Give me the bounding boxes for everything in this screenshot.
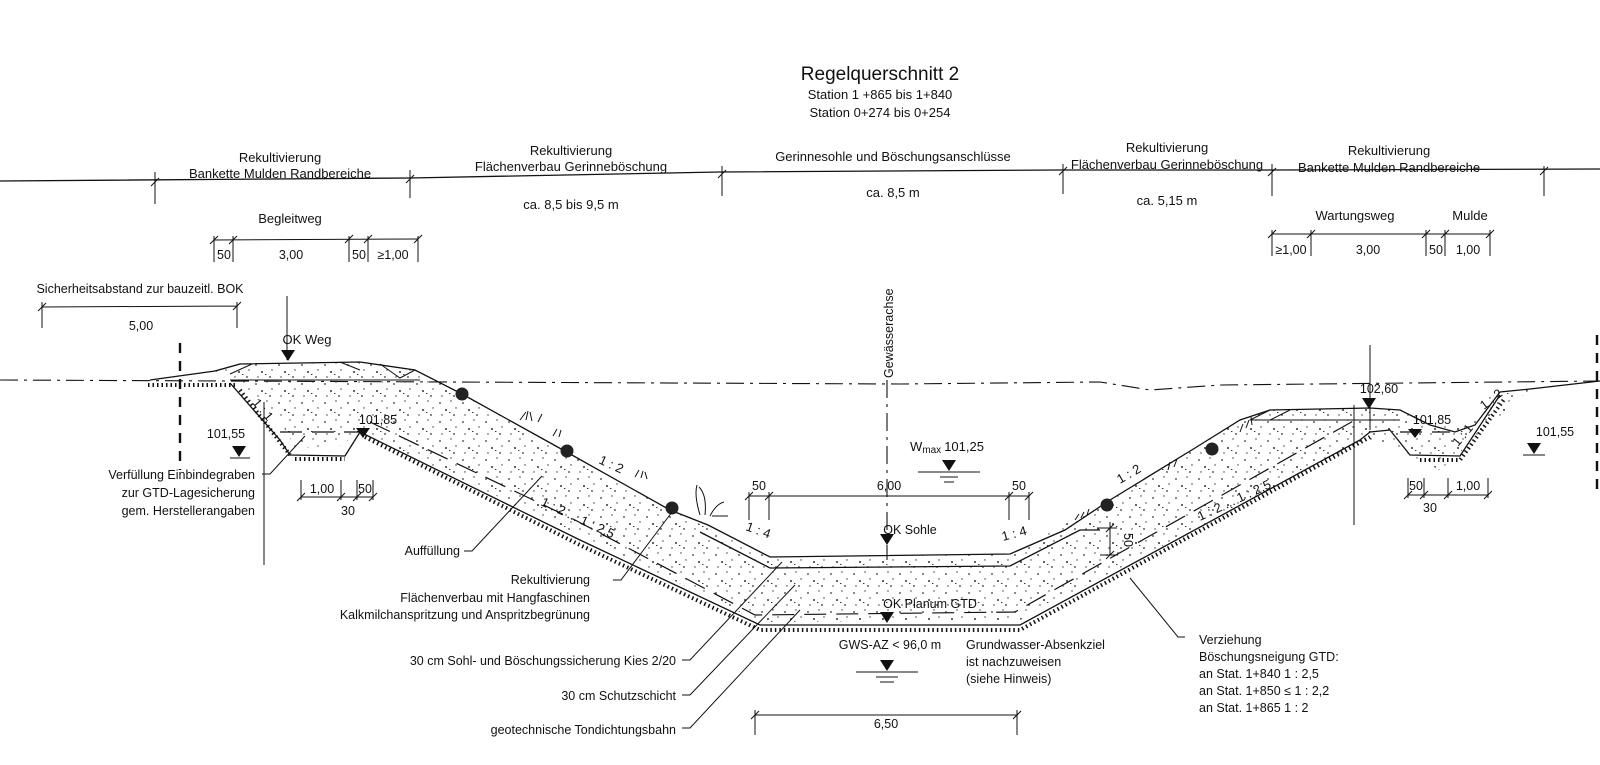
safety-dimension xyxy=(37,301,242,328)
annotation-leaders xyxy=(262,435,1185,729)
fascine-markers xyxy=(455,387,1219,515)
annotation-verfuellung-3: gem. Herstellerangaben xyxy=(122,504,255,518)
annotation-rekultivierung-3: Kalkmilchanspritzung und Anspritzbegrünu… xyxy=(340,608,590,622)
left-ditch-dim-3: 30 xyxy=(341,504,355,518)
level-right-ditch: 101,85 xyxy=(1413,413,1451,427)
zone-2-line1: Rekultivierung xyxy=(530,143,612,158)
zone-2-line2: Flächenverbau Gerinneböschung xyxy=(475,159,667,174)
annotation-verfuellung-1: Verfüllung Einbindegraben xyxy=(108,468,255,482)
annotation-verziehung-1: Verziehung xyxy=(1199,633,1262,647)
annotation-grundwasser-2: ist nachzuweisen xyxy=(966,655,1061,669)
safety-distance-label: Sicherheitsabstand zur bauzeitl. BOK xyxy=(36,282,244,296)
zone-2-width: ca. 8,5 bis 9,5 m xyxy=(523,197,618,212)
right-ditch-dimension xyxy=(1403,478,1493,500)
existing-ground-line xyxy=(0,379,1600,391)
zone-3-width: ca. 8,5 m xyxy=(866,185,919,200)
bed-dim-right-bank: 50 xyxy=(1012,479,1026,493)
slope-left-toe: 1 : 4 xyxy=(744,519,773,542)
base-dim-width: 6,50 xyxy=(874,717,898,731)
safety-distance-value: 5,00 xyxy=(129,319,153,333)
left-ditch-dim-2: 50 xyxy=(358,482,372,496)
right-ditch-dim-2: 1,00 xyxy=(1456,479,1480,493)
zone-5-line1: Rekultivierung xyxy=(1348,143,1430,158)
annotation-tondichtungsbahn: geotechnische Tondichtungsbahn xyxy=(491,723,676,737)
right-path-dim-3: 50 xyxy=(1429,243,1443,257)
zone-3-label: Gerinnesohle und Böschungsanschlüsse xyxy=(775,149,1011,164)
channel-body xyxy=(148,296,1600,632)
left-ditch-dim-1: 1,00 xyxy=(310,482,334,496)
zone-4-line2: Flächenverbau Gerinneböschung xyxy=(1071,157,1263,172)
annotation-rekultivierung-1: Rekultivierung xyxy=(511,573,590,587)
bed-dim-left-bank: 50 xyxy=(752,479,766,493)
right-path-dim-4: 1,00 xyxy=(1456,243,1480,257)
right-path-dim-1: ≥1,00 xyxy=(1275,243,1306,257)
annotation-verziehung-2: Böschungsneigung GTD: xyxy=(1199,650,1339,664)
channel-axis-label: Gewässerachse xyxy=(882,288,896,378)
right-ditch-dim-3: 30 xyxy=(1423,501,1437,515)
level-left-ditch: 101,85 xyxy=(359,413,397,427)
level-ok-sohle: OK Sohle xyxy=(883,523,937,537)
level-ok-weg: OK Weg xyxy=(283,332,332,347)
level-gws: GWS-AZ < 96,0 m xyxy=(839,638,941,652)
level-markers xyxy=(230,350,1545,683)
vegetation-symbols xyxy=(519,410,1253,521)
zone-1-line2: Bankette Mulden Randbereiche xyxy=(189,166,371,181)
left-path-dim-1: 50 xyxy=(217,248,231,262)
station-range-2: Station 0+274 bis 0+254 xyxy=(810,105,951,120)
right-path-label: Wartungsweg xyxy=(1316,208,1395,223)
annotation-rekultivierung-2: Flächenverbau mit Hangfaschinen xyxy=(400,591,590,605)
annotation-grundwasser-3: (siehe Hinweis) xyxy=(966,672,1051,686)
level-right-top: 102,60 xyxy=(1360,382,1398,396)
station-range-1: Station 1 +865 bis 1+840 xyxy=(808,87,953,102)
level-right-outer: 101,55 xyxy=(1536,425,1574,439)
level-left-outer: 101,55 xyxy=(207,427,245,441)
zone-1-line1: Rekultivierung xyxy=(239,150,321,165)
annotation-verziehung-4: an Stat. 1+850 ≤ 1 : 2,2 xyxy=(1199,684,1329,698)
left-ditch-dimension xyxy=(296,480,378,502)
annotation-kies: 30 cm Sohl- und Böschungssicherung Kies … xyxy=(410,654,676,668)
right-ditch-label: Mulde xyxy=(1452,208,1487,223)
annotation-verfuellung-2: zur GTD-Lagesicherung xyxy=(122,486,255,500)
annotation-verziehung-3: an Stat. 1+840 1 : 2,5 xyxy=(1199,667,1319,681)
bed-dim-width: 6,00 xyxy=(877,479,901,493)
zone-dimension-line xyxy=(0,164,1600,204)
left-path-dimension xyxy=(209,234,423,262)
level-ok-planum: OK Planum GTD xyxy=(883,597,977,611)
left-path-dim-2: 3,00 xyxy=(279,248,303,262)
drawing-title: Regelquerschnitt 2 xyxy=(801,64,959,85)
slope-right-toe: 1 : 4 xyxy=(1000,523,1028,544)
bed-dimension xyxy=(744,491,1118,735)
left-path-label: Begleitweg xyxy=(258,211,322,226)
annotation-verziehung-5: an Stat. 1+865 1 : 2 xyxy=(1199,701,1309,715)
right-step-dim: 50 xyxy=(1121,533,1135,547)
right-path-dimension xyxy=(1267,229,1495,256)
left-path-dim-3: 50 xyxy=(352,248,366,262)
zone-4-line1: Rekultivierung xyxy=(1126,140,1208,155)
annotation-auffuellung: Auffüllung xyxy=(405,544,460,558)
annotation-schutzschicht: 30 cm Schutzschicht xyxy=(561,689,676,703)
right-ditch-dim-1: 50 xyxy=(1409,479,1423,493)
zone-4-width: ca. 5,15 m xyxy=(1137,193,1198,208)
annotation-grundwasser-1: Grundwasser-Absenkziel xyxy=(966,638,1105,652)
right-path-dim-2: 3,00 xyxy=(1356,243,1380,257)
zone-5-line2: Bankette Mulden Randbereiche xyxy=(1298,160,1480,175)
left-path-dim-4: ≥1,00 xyxy=(377,248,408,262)
